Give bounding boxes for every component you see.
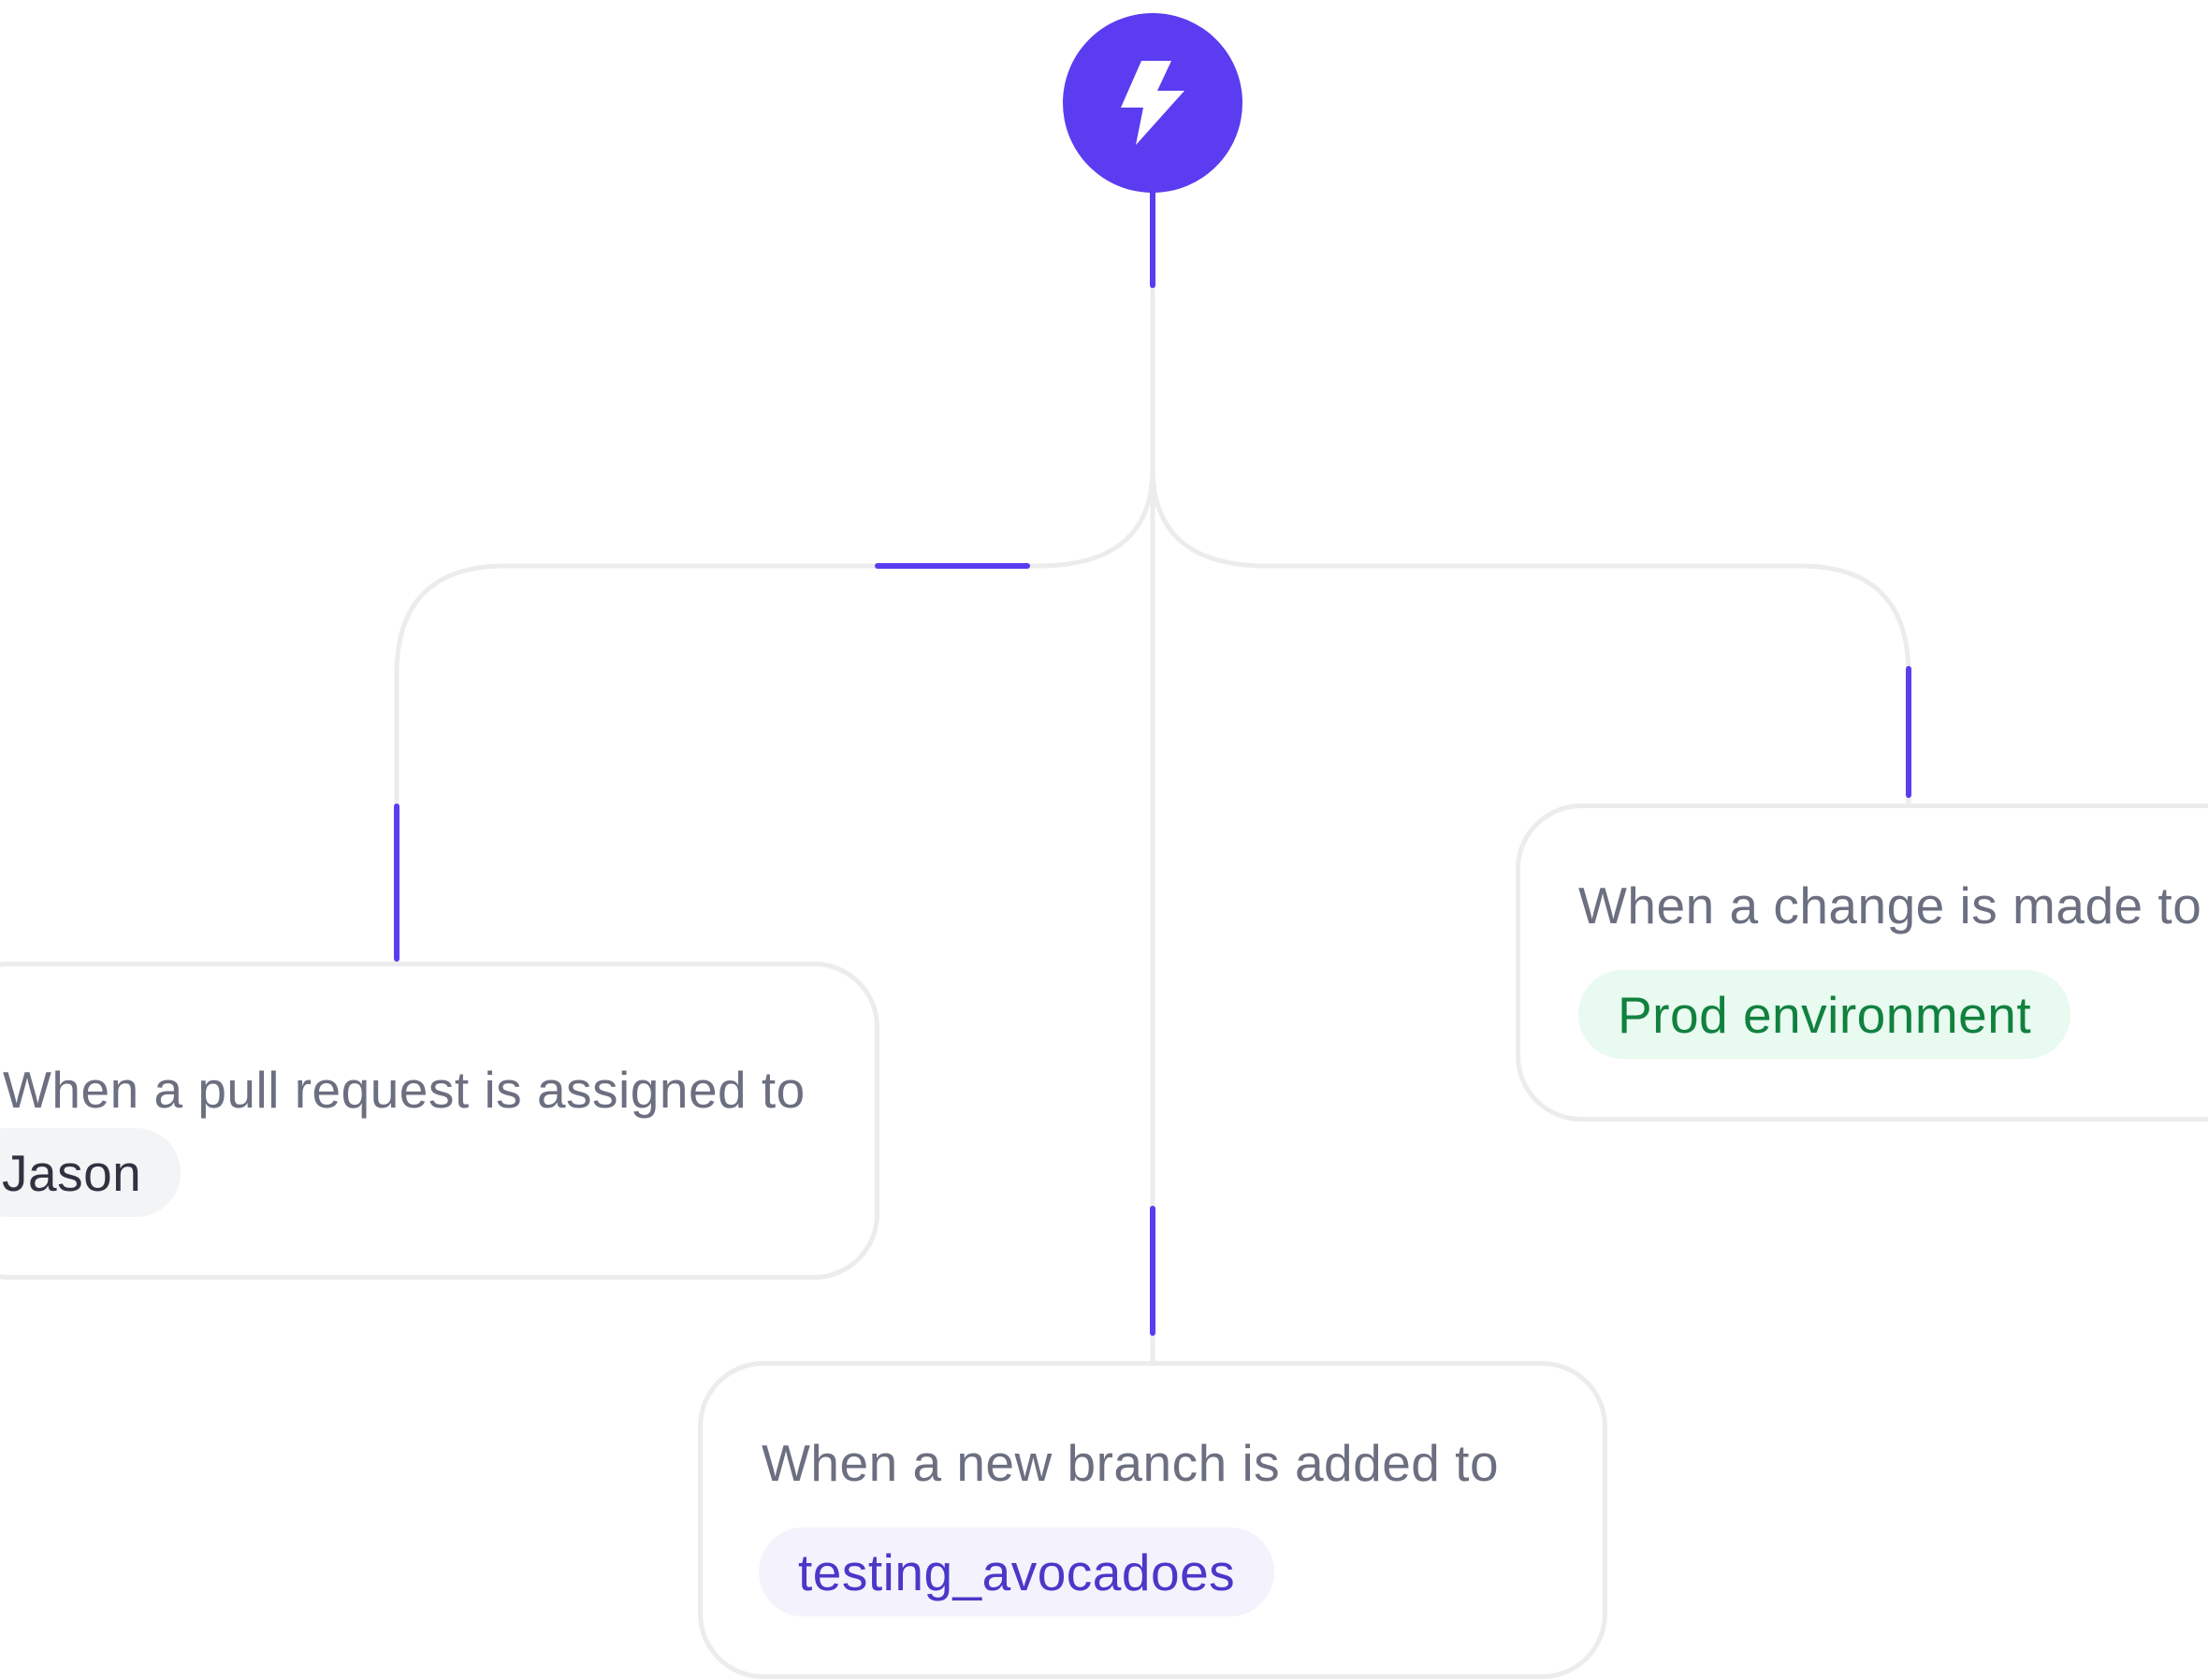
trigger-node[interactable] [1063, 13, 1242, 193]
branch-condition-text: When a change is made to [1578, 876, 2202, 934]
branch-condition-text: When a pull request is assigned to [3, 1061, 806, 1119]
environment-tag[interactable]: Prod environment [1578, 970, 2071, 1059]
branch-name-tag[interactable]: testing_avocadoes [759, 1528, 1275, 1616]
connector-right-branch [1150, 465, 1911, 809]
connector-left-branch [394, 465, 1155, 967]
branch-card-pull-request[interactable]: When a pull request is assigned to [0, 962, 879, 1280]
branch-condition-text: When a new branch is added to [762, 1434, 1500, 1492]
branch-card-change-made[interactable]: When a change is made to [1516, 804, 2208, 1122]
lightning-bolt-icon [1121, 61, 1184, 145]
assignee-tag[interactable]: Jason [0, 1128, 182, 1217]
branch-card-new-branch[interactable]: When a new branch is added to [698, 1361, 1607, 1679]
